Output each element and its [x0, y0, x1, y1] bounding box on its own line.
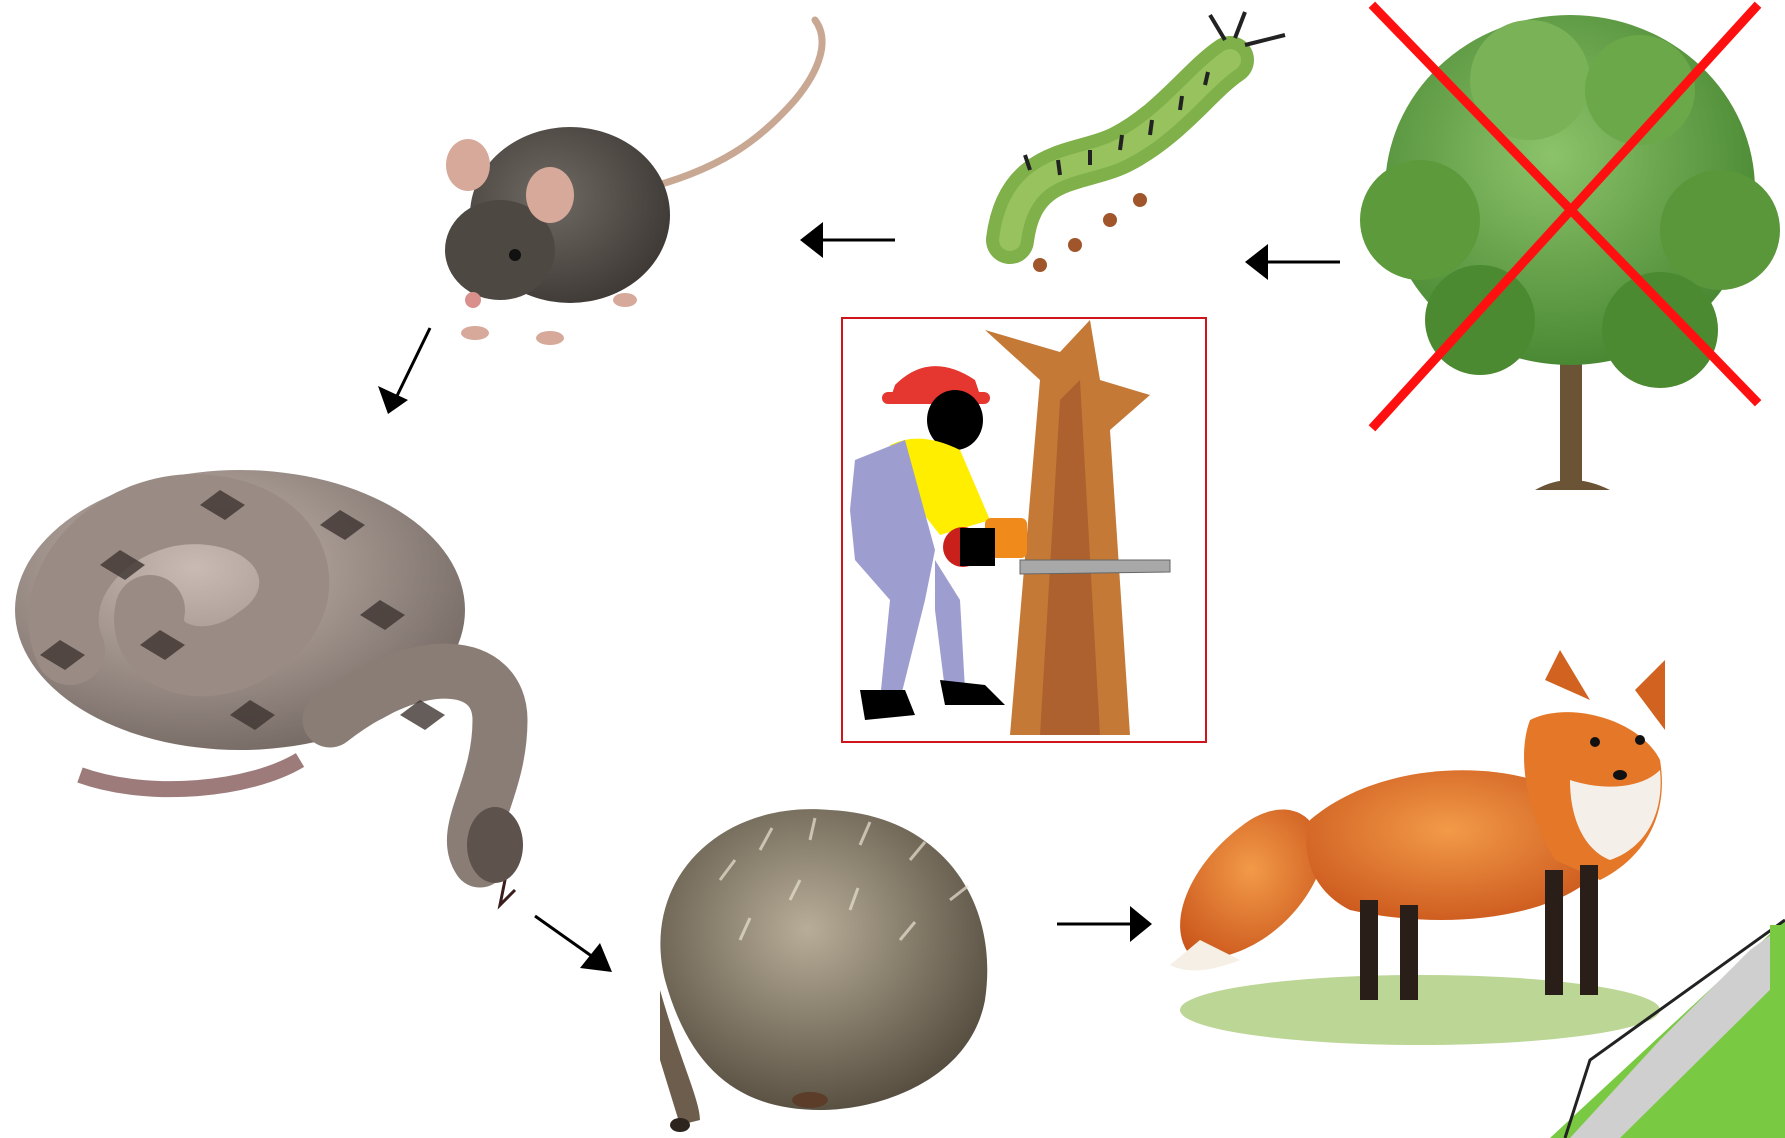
tree-icon — [1360, 15, 1780, 490]
arrow-mouse-to-snake-head — [378, 386, 408, 414]
arrow-hedgehog-to-fox-head — [1130, 906, 1152, 942]
fox-icon — [1170, 650, 1665, 1045]
arrow-tree-to-caterpillar-head — [1245, 244, 1268, 280]
caterpillar-icon — [1010, 12, 1285, 272]
arrow-caterpillar-to-mouse-head — [800, 222, 823, 258]
arrow-mouse-to-snake — [395, 328, 430, 400]
lumberjack-chainsaw-icon — [842, 318, 1206, 742]
hedgehog-icon — [660, 809, 987, 1132]
mouse-icon — [445, 20, 822, 345]
snake-icon — [15, 470, 523, 905]
arrow-snake-to-hedgehog-head — [580, 943, 612, 972]
arrow-snake-to-hedgehog — [535, 916, 600, 962]
